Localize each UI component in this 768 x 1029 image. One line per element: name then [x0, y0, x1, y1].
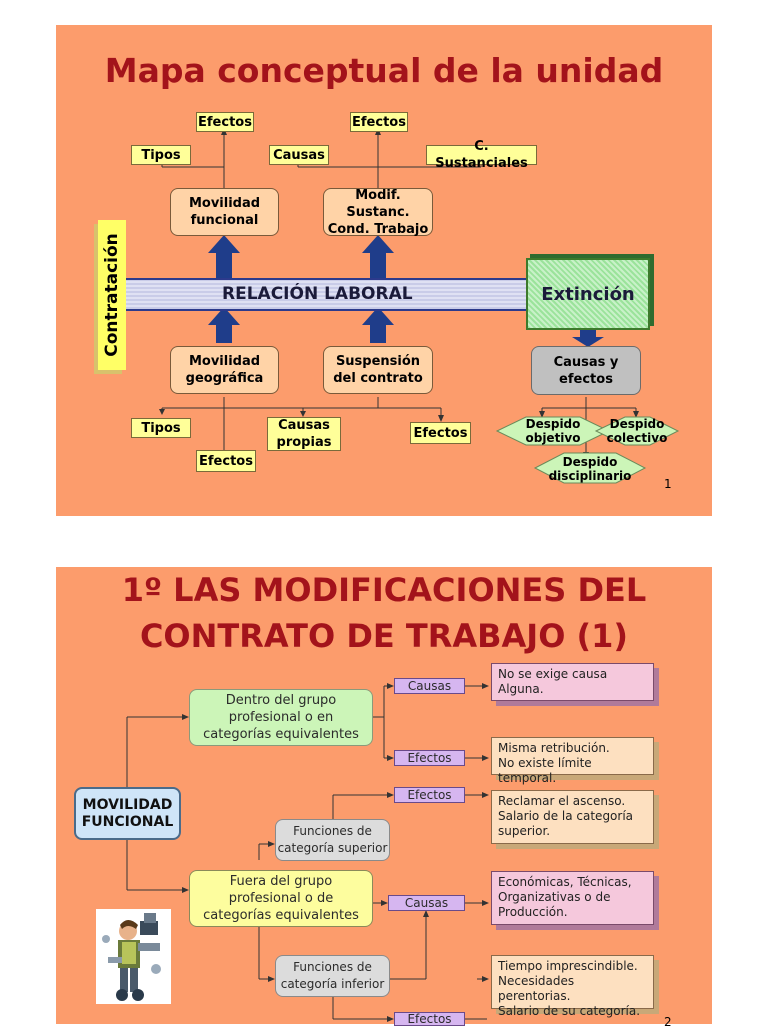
- modif-sustanc-box: Modif. Sustanc.Cond. Trabajo: [323, 188, 433, 236]
- tiempo-imprescindible-box: Tiempo imprescindible.Necesidades perent…: [491, 955, 654, 1009]
- page-number: 2: [664, 1015, 672, 1029]
- slide-1: Mapa conceptual de la unidad: [56, 25, 712, 516]
- efectos-tag-1: Efectos: [394, 750, 465, 766]
- worker-clipart-image: [96, 909, 171, 1004]
- extincion-box: Extinción: [526, 258, 650, 330]
- reclamar-ascenso-box: Reclamar el ascenso.Salario de la catego…: [491, 790, 654, 844]
- efectos-box-top-right: Efectos: [350, 112, 408, 132]
- causas-tag-2: Causas: [388, 895, 465, 911]
- causas-box-top: Causas: [269, 145, 329, 165]
- efectos-box-top-left: Efectos: [196, 112, 254, 132]
- efectos-tag-2: Efectos: [394, 787, 465, 803]
- robot-figure-icon: [96, 909, 171, 1004]
- misma-retribucion-box: Misma retribución.No existe límite tempo…: [491, 737, 654, 775]
- slide-2: 1º LAS MODIFICACIONES DEL CONTRATO DE TR…: [56, 567, 712, 1024]
- page-number: 1: [664, 477, 672, 491]
- tipos-box-top: Tipos: [131, 145, 191, 165]
- relacion-laboral-label: RELACIÓN LABORAL: [222, 284, 413, 304]
- causas-tag-1: Causas: [394, 678, 465, 694]
- efectos-box-bottom-left: Efectos: [196, 450, 256, 472]
- efectos-box-bottom-right: Efectos: [410, 422, 471, 444]
- contratacion-label: Contratación: [98, 220, 126, 370]
- tipos-box-bottom: Tipos: [131, 418, 191, 438]
- c-sustanciales-box: C. Sustanciales: [426, 145, 537, 165]
